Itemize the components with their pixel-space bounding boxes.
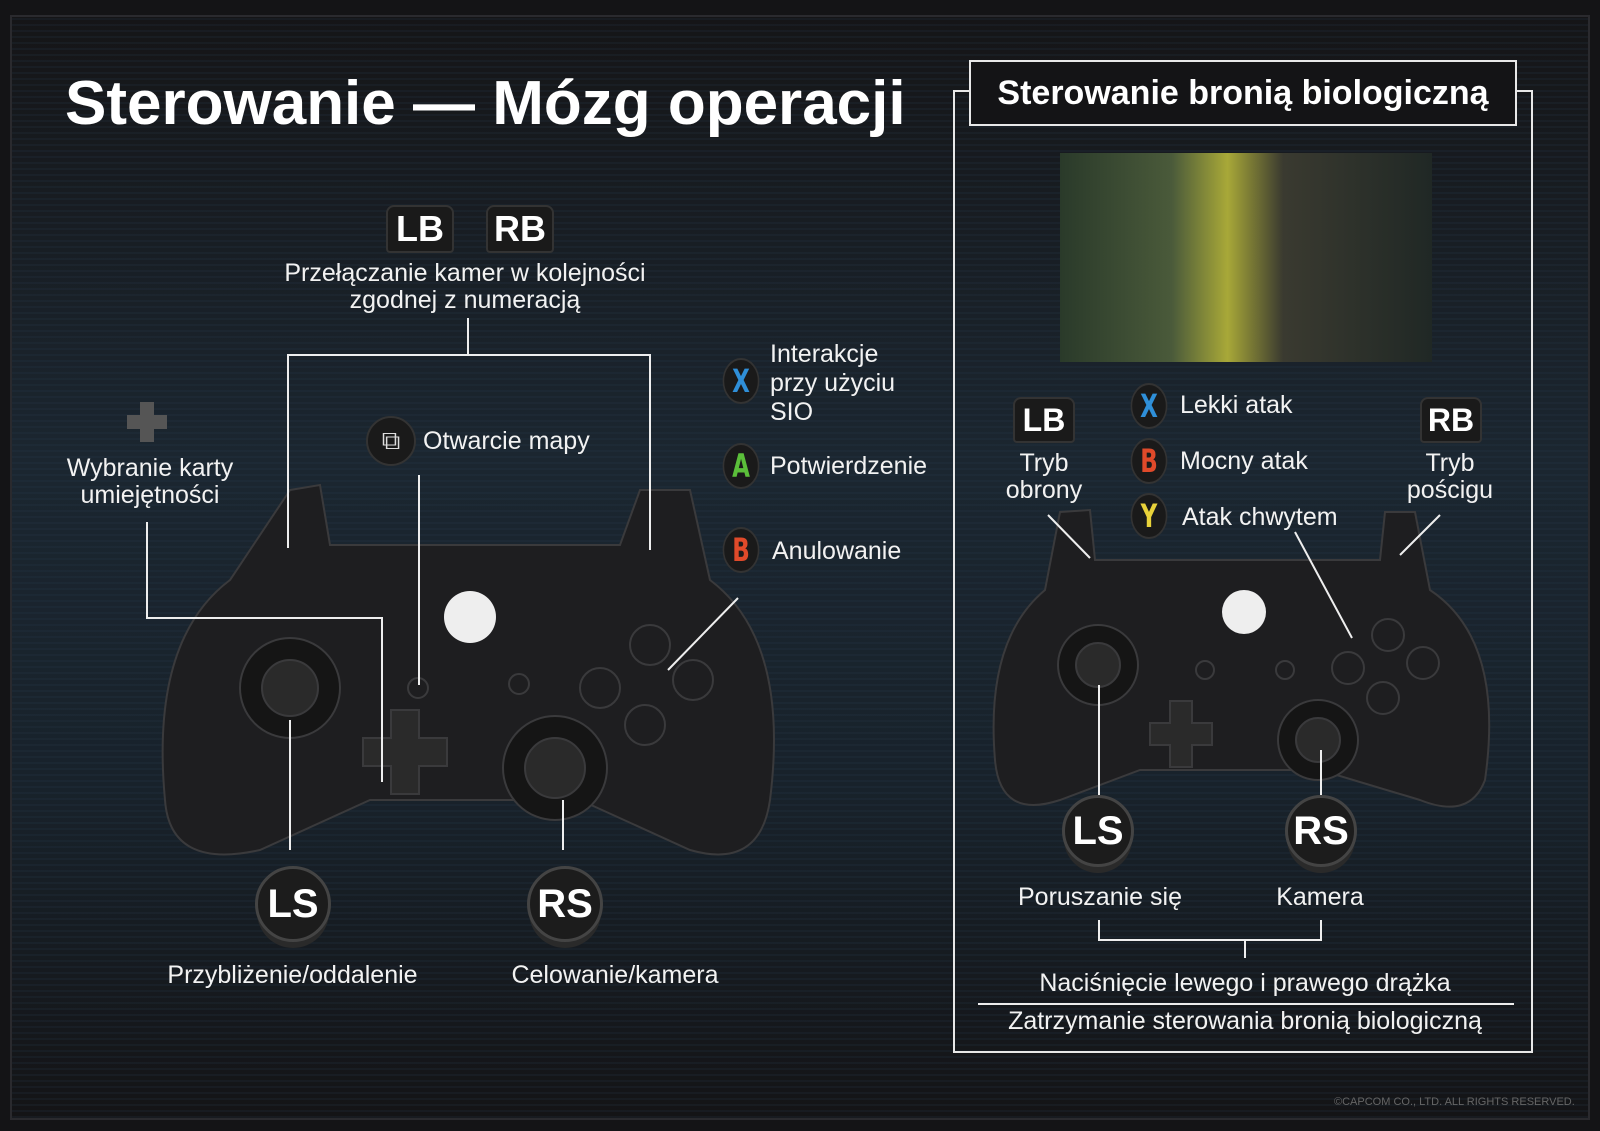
ls-label: Poruszanie się — [1018, 883, 1182, 911]
y-button-icon: Y — [1130, 493, 1168, 539]
lb-bumper-icon: LB — [386, 205, 454, 253]
a-label: Potwierdzenie — [770, 452, 928, 480]
copyright: ©CAPCOM CO., LTD. ALL RIGHTS RESERVED. — [1334, 1096, 1575, 1108]
x-button-icon: X — [1130, 383, 1168, 429]
page-title: Sterowanie — Mózg operacji — [65, 69, 906, 138]
ls-stick-icon: LS — [1062, 795, 1134, 867]
right-controller — [992, 508, 1491, 808]
rb-bumper-icon: RB — [486, 205, 554, 253]
panel-title: Sterowanie bronią biologiczną — [969, 60, 1517, 126]
rs-stick-icon: RS — [527, 866, 603, 942]
b-label: Anulowanie — [772, 537, 902, 565]
y-label: Atak chwytem — [1182, 503, 1338, 531]
a-button-icon: A — [722, 443, 760, 489]
b-button-icon: B — [1130, 438, 1168, 484]
rb-bumper-icon: RB — [1420, 397, 1482, 443]
b-label: Mocny atak — [1180, 447, 1308, 475]
rs-stick-icon: RS — [1285, 795, 1357, 867]
x-button-icon: X — [722, 358, 760, 404]
ls-stick-icon: LS — [255, 866, 331, 942]
gameplay-screenshot — [1060, 153, 1432, 362]
map-label: Otwarcie mapy — [423, 427, 590, 455]
rb-label: Tryb pościgu — [1406, 449, 1494, 504]
b-button-icon: B — [722, 527, 760, 573]
dpad-icon — [127, 402, 167, 442]
x-label: Lekki atak — [1180, 391, 1293, 419]
rs-label: Celowanie/kamera — [511, 961, 719, 989]
lb-bumper-icon: LB — [1013, 397, 1075, 443]
dpad-label: Wybranie karty umiejętności — [66, 454, 234, 509]
view-button-icon: ⧉ — [366, 416, 416, 466]
bumpers-label: Przełączanie kamer w kolejności zgodnej … — [284, 259, 646, 314]
lb-label: Tryb obrony — [1005, 449, 1083, 504]
x-label: Interakcje przy użyciu SIO — [770, 340, 896, 426]
ls-label: Przybliżenie/oddalenie — [167, 961, 418, 989]
press-sticks-label: Naciśnięcie lewego i prawego drążka — [1039, 969, 1451, 997]
left-controller — [161, 483, 775, 856]
rs-label: Kamera — [1276, 883, 1364, 911]
stop-control-label: Zatrzymanie sterowania bronią biologiczn… — [1008, 1007, 1482, 1035]
